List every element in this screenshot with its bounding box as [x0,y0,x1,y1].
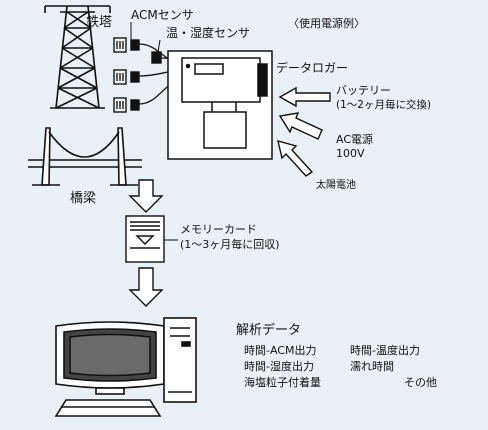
battery-arrow-icon [278,86,331,108]
temp-humidity-sensor-label: 温・湿度センサ [166,25,250,40]
solar-arrow-icon [277,140,314,177]
bridge-label: 橋梁 [70,191,96,206]
acm-sensors [113,37,140,113]
data-logger-label: データロガー [276,60,348,75]
analysis-item: 時間-ACM出力 [244,343,316,357]
analysis-item: 海塩粒子付着量 [244,375,321,389]
battery-interval-label: (1～2ヶ月毎に交換) [336,98,431,111]
down-arrow-to-card [128,179,164,213]
analysis-item: 濡れ時間 [350,360,394,373]
ac-power-label: AC電源 [336,132,373,146]
power-example-label: 〈使用電源例〉 [288,16,365,30]
ac-voltage-label: 100V [336,147,365,160]
battery-unit-icon [203,111,247,149]
label-leaders [130,22,161,53]
memory-card-interval-label: (1～3ヶ月毎に回収) [180,238,280,251]
solar-cell-label: 太陽電池 [316,178,356,191]
logger-enclosure [167,50,273,160]
temp-humidity-sensor-icon [151,51,162,64]
memory-card-icon [125,215,165,263]
power-arrows [277,86,331,177]
memory-card-label: メモリーカード [180,223,257,236]
battery-label: バッテリー [336,84,391,97]
analysis-item: その他 [404,376,437,389]
transmission-tower-icon [44,5,111,109]
tower-label: 鉄塔 [86,15,112,30]
analysis-item: 時間-温度出力 [350,343,420,357]
analysis-item: 時間-湿度出力 [244,359,314,373]
acm-sensor-label: ACMセンサ [131,8,194,22]
analysis-title: 解析データ [236,322,301,338]
computer-icon [54,317,197,417]
ac-power-arrow-icon [278,112,323,140]
bridge-icon [28,127,142,186]
down-arrow-to-pc [128,267,164,307]
